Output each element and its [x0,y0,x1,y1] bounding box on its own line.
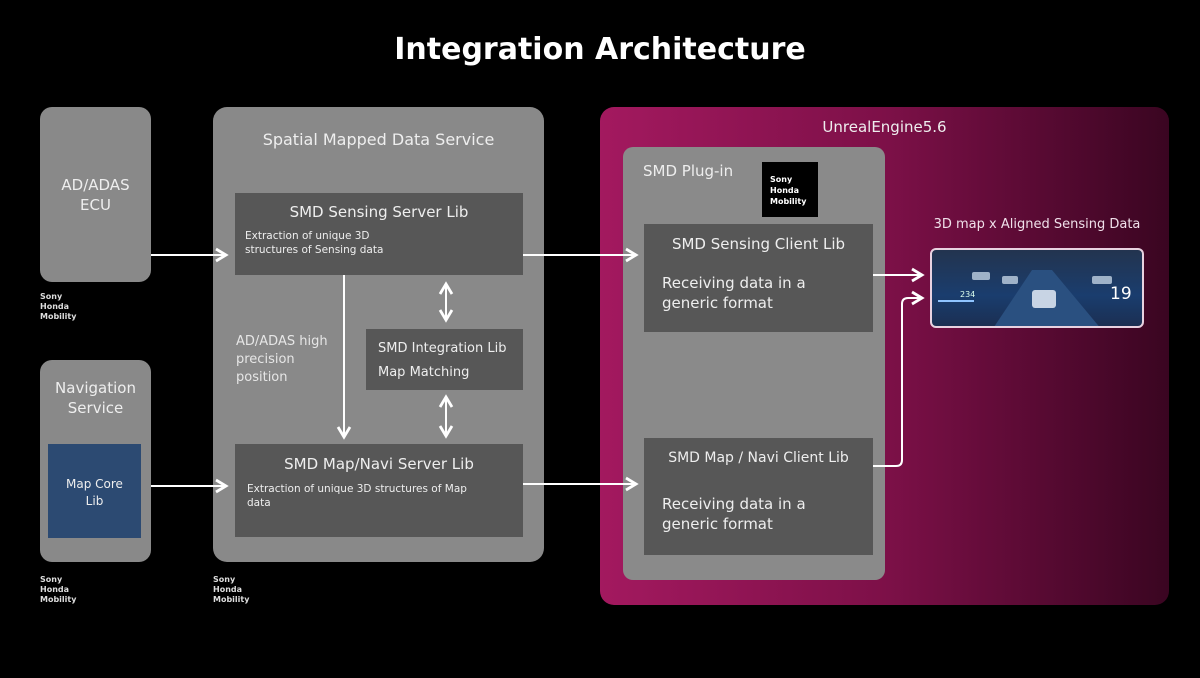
integration-title: SMD Integration Lib [378,341,507,356]
arrow-map-to-output [873,290,925,467]
navigation-service-label: Navigation Service [55,379,136,417]
sony-honda-mobility-logo: Sony Honda Mobility [762,162,818,217]
sensing-client-title: SMD Sensing Client Lib [671,235,846,253]
map-core-lib-block: Map Core Lib [48,444,141,538]
brand-label: Sony Honda Mobility [213,575,250,604]
speed-value: 19 [1110,284,1132,304]
sensing-server-desc: Extraction of unique 3D structures of Se… [245,230,384,256]
smd-sensing-server-lib: SMD Sensing Server Lib Extraction of uni… [235,193,523,275]
ad-adas-ecu-block: AD/ADAS ECU [40,107,151,282]
smd-map-navi-client-lib: SMD Map / Navi Client Lib Receiving data… [644,438,873,555]
map-server-title: SMD Map/Navi Server Lib [284,455,474,473]
smds-label: Spatial Mapped Data Service [262,130,495,149]
smd-plugin-label: SMD Plug-in [643,162,734,180]
output-label: 3D map x Aligned Sensing Data [933,217,1141,232]
brand-label: Sony Honda Mobility [40,575,77,604]
map-client-desc: Receiving data in a generic format [662,495,806,533]
integration-desc: Map Matching [378,365,470,380]
ad-adas-ecu-label: AD/ADAS ECU [61,176,130,214]
position-label: AD/ADAS high precision position [236,334,328,385]
smd-map-navi-server-lib: SMD Map/Navi Server Lib Extraction of un… [235,444,523,537]
dashboard-screen-image: 234 19 [930,248,1144,328]
smd-integration-lib: SMD Integration Lib Map Matching [366,329,523,390]
smd-sensing-client-lib: SMD Sensing Client Lib Receiving data in… [644,224,873,332]
sensing-client-desc: Receiving data in a generic format [662,274,806,312]
sensing-server-title: SMD Sensing Server Lib [289,203,469,221]
brand-label: Sony Honda Mobility [40,292,77,321]
range-value: 234 [960,290,976,299]
unreal-label: UnrealEngine5.6 [822,118,947,136]
map-client-title: SMD Map / Navi Client Lib [668,450,849,466]
map-server-desc: Extraction of unique 3D structures of Ma… [247,483,467,509]
car-icon [1032,290,1056,308]
page-title: Integration Architecture [394,32,806,67]
